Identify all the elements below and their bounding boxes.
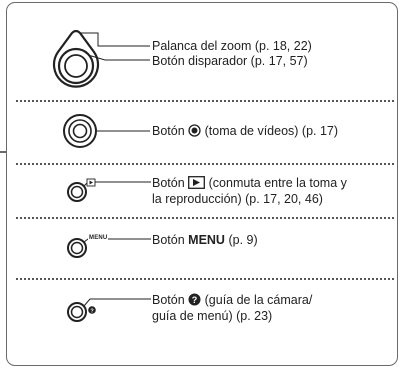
playback-prefix: Botón [152,176,185,190]
menu-button-icon [67,238,151,258]
help-suffix: (guía de la cámara/ [204,293,313,307]
shutter-button-label: Botón disparador (p. 17, 57) [152,54,308,68]
playback-suffix: (conmuta entre la toma y [208,176,347,190]
menu-button-label: Botón MENU (p. 9) [152,232,258,248]
divider [16,217,394,219]
question-icon: ? [188,293,201,306]
menu-key: MENU [188,233,225,247]
menu-button-text: MENU [88,235,109,241]
panel-frame [6,2,398,366]
divider [16,278,394,280]
play-icon [188,176,206,189]
playback-button-label: Botón (conmuta entre la toma y [152,175,347,191]
edge-tick [0,151,6,153]
help-button-icon: ? [67,298,151,322]
menu-suffix: (p. 9) [228,233,258,247]
playback-label-line2: la reproducción) (p. 17, 20, 46) [152,192,323,206]
help-button-label: Botón ? (guía de la cámara/ [152,292,312,308]
movie-suffix: (toma de vídeos) (p. 17) [204,124,339,138]
movie-record-icon [188,124,201,137]
menu-prefix: Botón [152,233,185,247]
movie-button-label: Botón (toma de vídeos) (p. 17) [152,123,338,139]
zoom-shutter-icon [52,30,150,88]
svg-text:?: ? [90,308,94,314]
zoom-lever-label: Palanca del zoom (p. 18, 22) [152,39,312,53]
help-prefix: Botón [152,293,185,307]
divider [16,100,394,102]
svg-text:?: ? [192,295,198,305]
divider [16,163,394,165]
help-label-line2: guía de menú) (p. 23) [152,309,273,323]
movie-prefix: Botón [152,124,185,138]
movie-button-icon [63,114,150,148]
playback-button-icon [67,178,151,202]
